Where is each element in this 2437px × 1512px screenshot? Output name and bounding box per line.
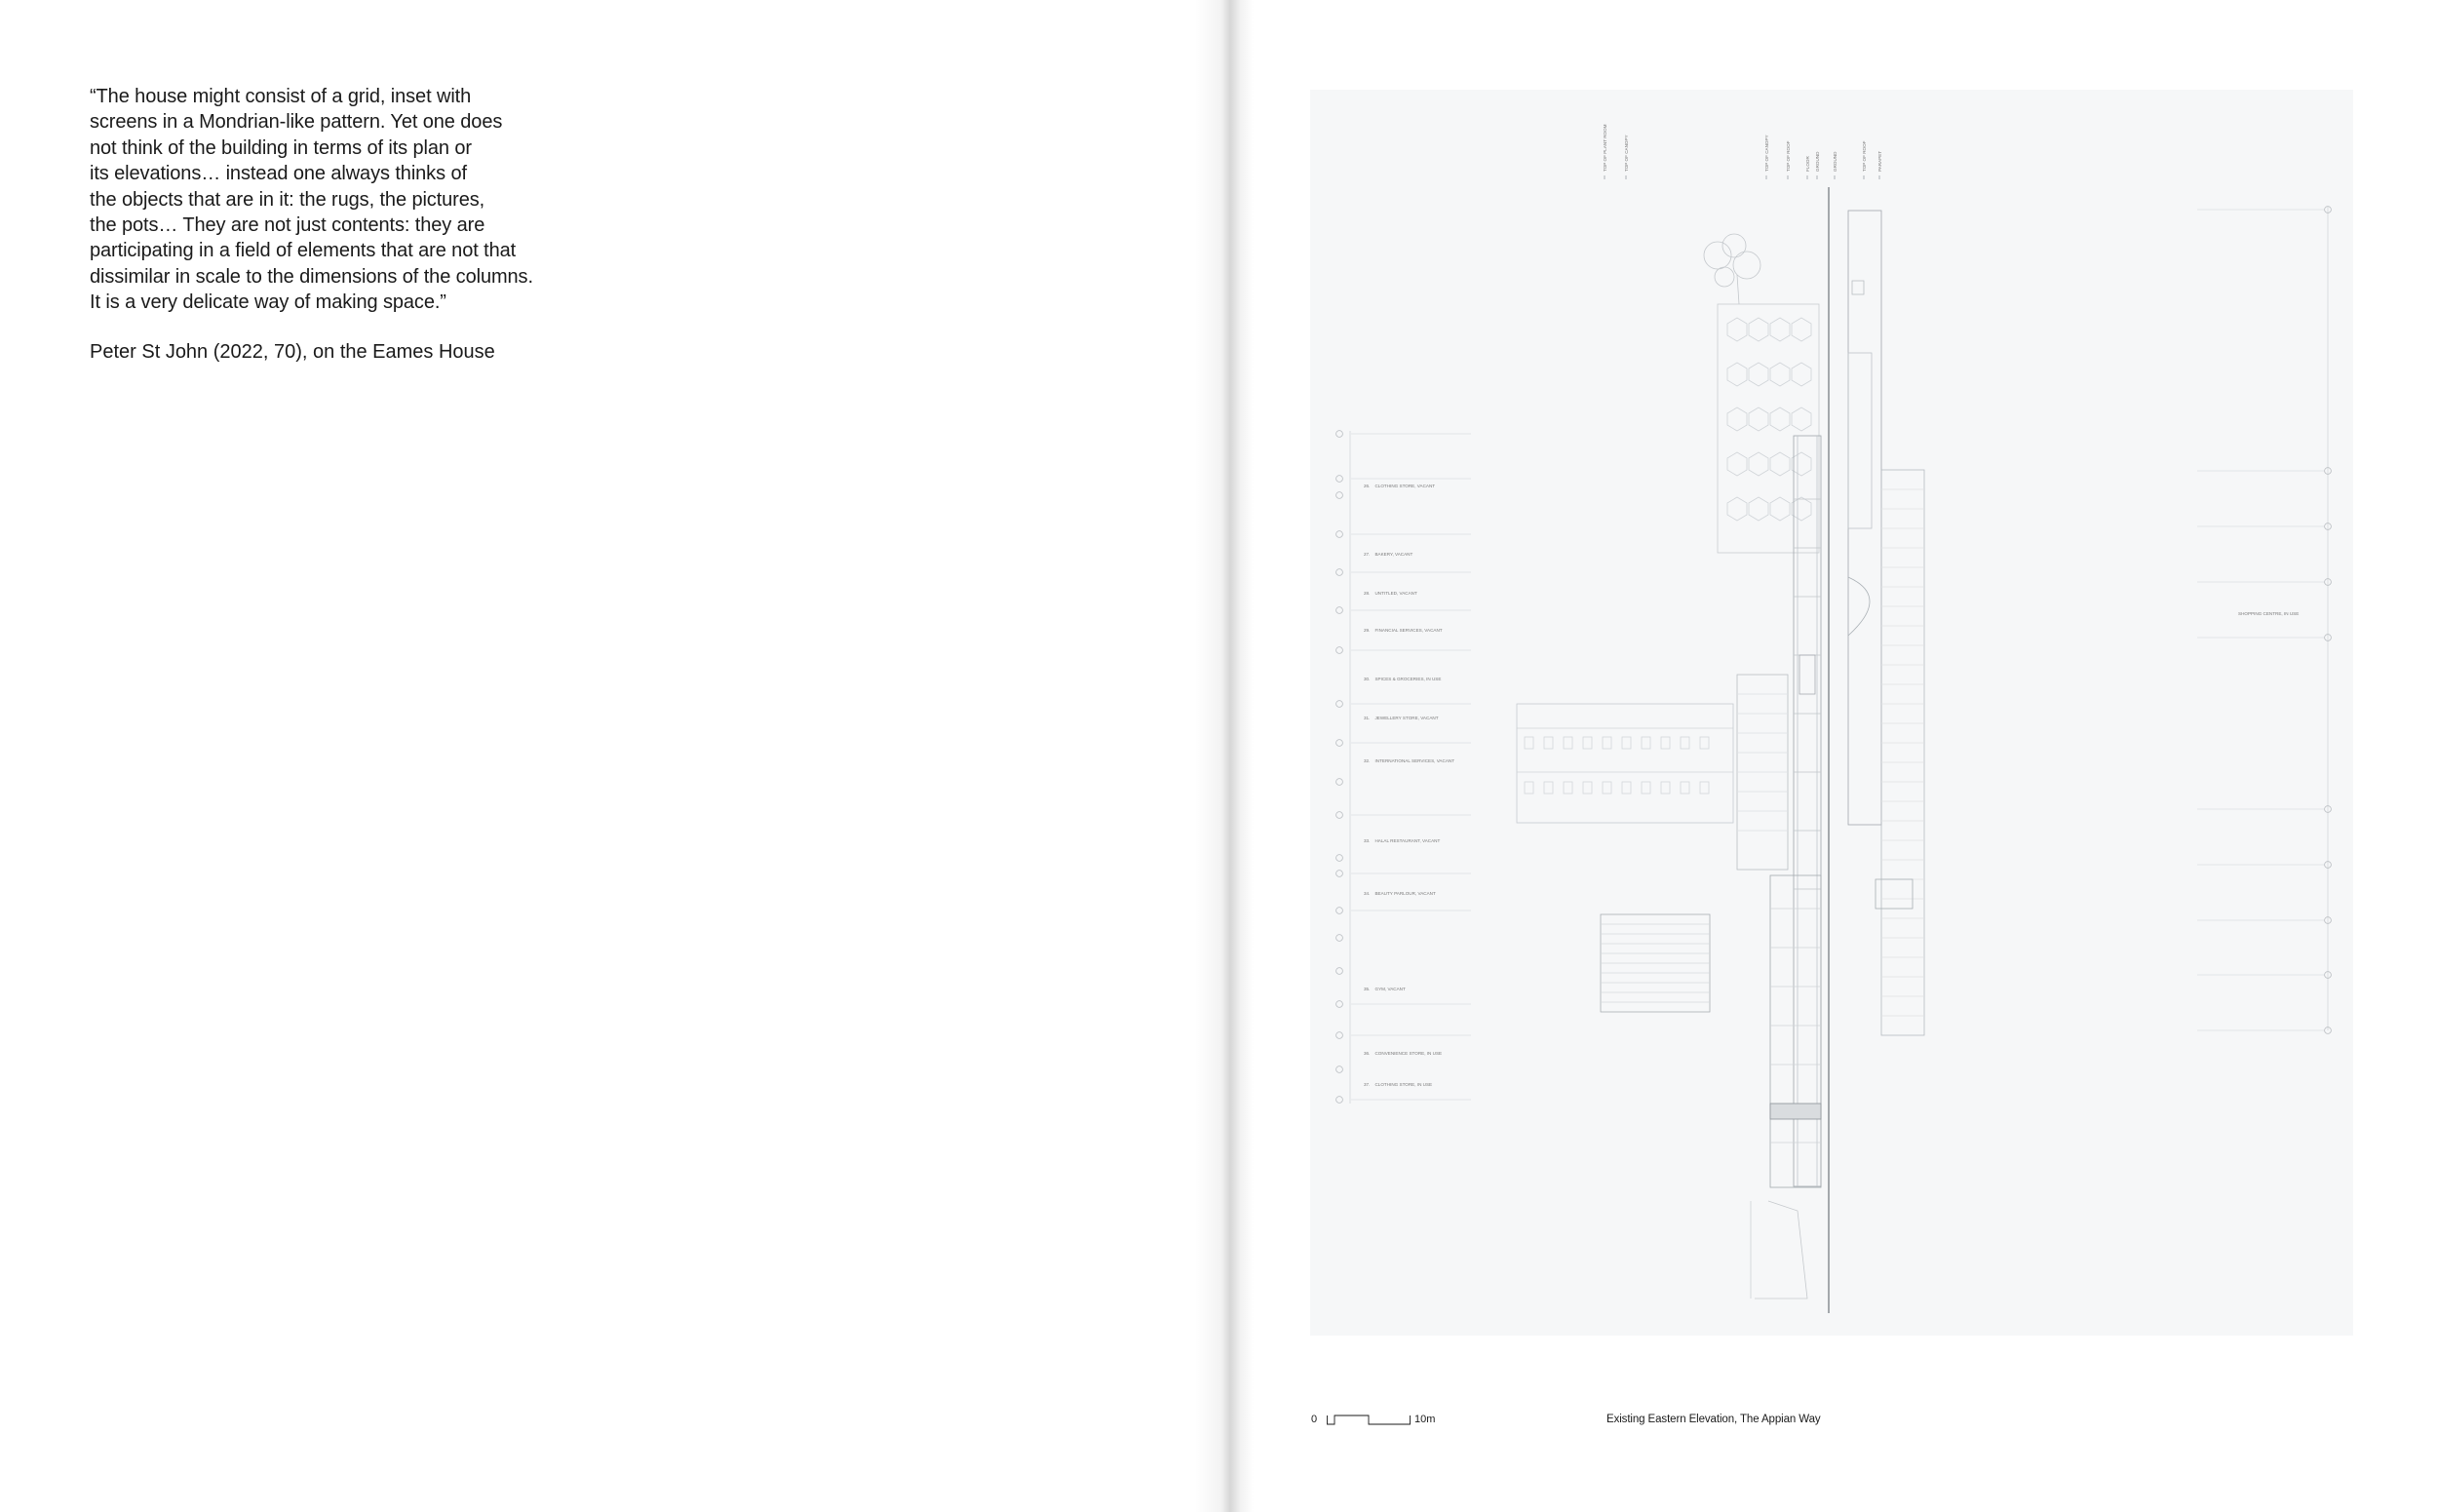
tenant-labels: 26. CLOTHING STORE, VACANT 27. BAKERY, V… [1364, 484, 2299, 1087]
svg-text:37. CLOTHING STORE, IN USE: 37. CLOTHING STORE, IN USE [1364, 1082, 1432, 1087]
elevation-drawing-svg: 26. CLOTHING STORE, VACANT 27. BAKERY, V… [1335, 124, 2332, 1313]
svg-text:30. SPICES & GROCERIES, IN: 30. SPICES & GROCERIES, IN USE [1364, 677, 1441, 681]
quote-line: not think of the building in terms of it… [90, 136, 472, 159]
svg-text:35. GYM, VACANT: 35. GYM, VACANT [1364, 987, 1406, 991]
svg-text:TOP OF ROOF: TOP OF ROOF [1786, 140, 1791, 172]
svg-text:TOP OF ROOF: TOP OF ROOF [1862, 140, 1867, 172]
quote-line: screens in a Mondrian-like pattern. Yet … [90, 111, 503, 134]
svg-text:33. HALAL RESTAURANT, VACAN: 33. HALAL RESTAURANT, VACANT [1364, 838, 1440, 843]
quote-line: “The house might consist of a grid, inse… [90, 86, 472, 107]
svg-text:31. JEWELLERY STORE, VACANT: 31. JEWELLERY STORE, VACANT [1364, 716, 1439, 720]
quote-line: its elevations… instead one always think… [90, 163, 467, 185]
svg-text:TOP OF CANOPY: TOP OF CANOPY [1624, 135, 1629, 172]
level-labels: TOP OF PLANT ROOM TOP OF CANOPY TOP OF C… [1603, 124, 1882, 172]
svg-text:27. BAKERY, VACANT: 27. BAKERY, VACANT [1364, 552, 1412, 557]
svg-text:PARAPET: PARAPET [1877, 151, 1882, 172]
svg-text:28. UNTITLED, VACANT: 28. UNTITLED, VACANT [1364, 591, 1417, 596]
quote-line: the pots… They are not just contents: th… [90, 214, 485, 237]
scale-bar-start-label: 0 [1311, 1414, 1318, 1425]
svg-text:TOP OF PLANT ROOM: TOP OF PLANT ROOM [1603, 124, 1607, 172]
svg-text:TOP OF CANOPY: TOP OF CANOPY [1764, 135, 1769, 172]
svg-text:36. CONVENIENCE STORE, IN U: 36. CONVENIENCE STORE, IN USE [1364, 1051, 1442, 1056]
scale-bar-graphic [1327, 1415, 1411, 1425]
quote-line: the objects that are in it: the rugs, th… [90, 188, 485, 211]
svg-text:FLOOR: FLOOR [1805, 155, 1810, 172]
quote-line: participating in a field of elements tha… [90, 240, 517, 262]
svg-text:GROUND: GROUND [1815, 151, 1820, 172]
left-page: “The house might consist of a grid, inse… [0, 0, 1217, 1512]
svg-text:32. INTERNATIONAL SERVICES,: 32. INTERNATIONAL SERVICES, VACANT [1364, 758, 1454, 763]
svg-text:SHOPPING CENTRE, IN USE: SHOPPING CENTRE, IN USE [2238, 611, 2299, 616]
quote-line: dissimilar in scale to the dimensions of… [90, 265, 533, 288]
quote-block: “The house might consist of a grid, inse… [90, 84, 772, 316]
scale-bar-end-label: 10m [1414, 1414, 1436, 1425]
svg-text:GROUND: GROUND [1833, 151, 1837, 172]
svg-text:29. FINANCIAL SERVICES, VAC: 29. FINANCIAL SERVICES, VACANT [1364, 628, 1443, 633]
elevation-drawing: 26. CLOTHING STORE, VACANT 27. BAKERY, V… [1310, 90, 2353, 1336]
svg-text:26. CLOTHING STORE, VACANT: 26. CLOTHING STORE, VACANT [1364, 484, 1435, 488]
quote-line: It is a very delicate way of making spac… [90, 291, 446, 314]
figure-caption: Existing Eastern Elevation, The Appian W… [1606, 1414, 1821, 1425]
quote-citation: Peter St John (2022, 70), on the Eames H… [90, 341, 495, 363]
svg-text:34. BEAUTY PARLOUR, VACANT: 34. BEAUTY PARLOUR, VACANT [1364, 891, 1436, 896]
